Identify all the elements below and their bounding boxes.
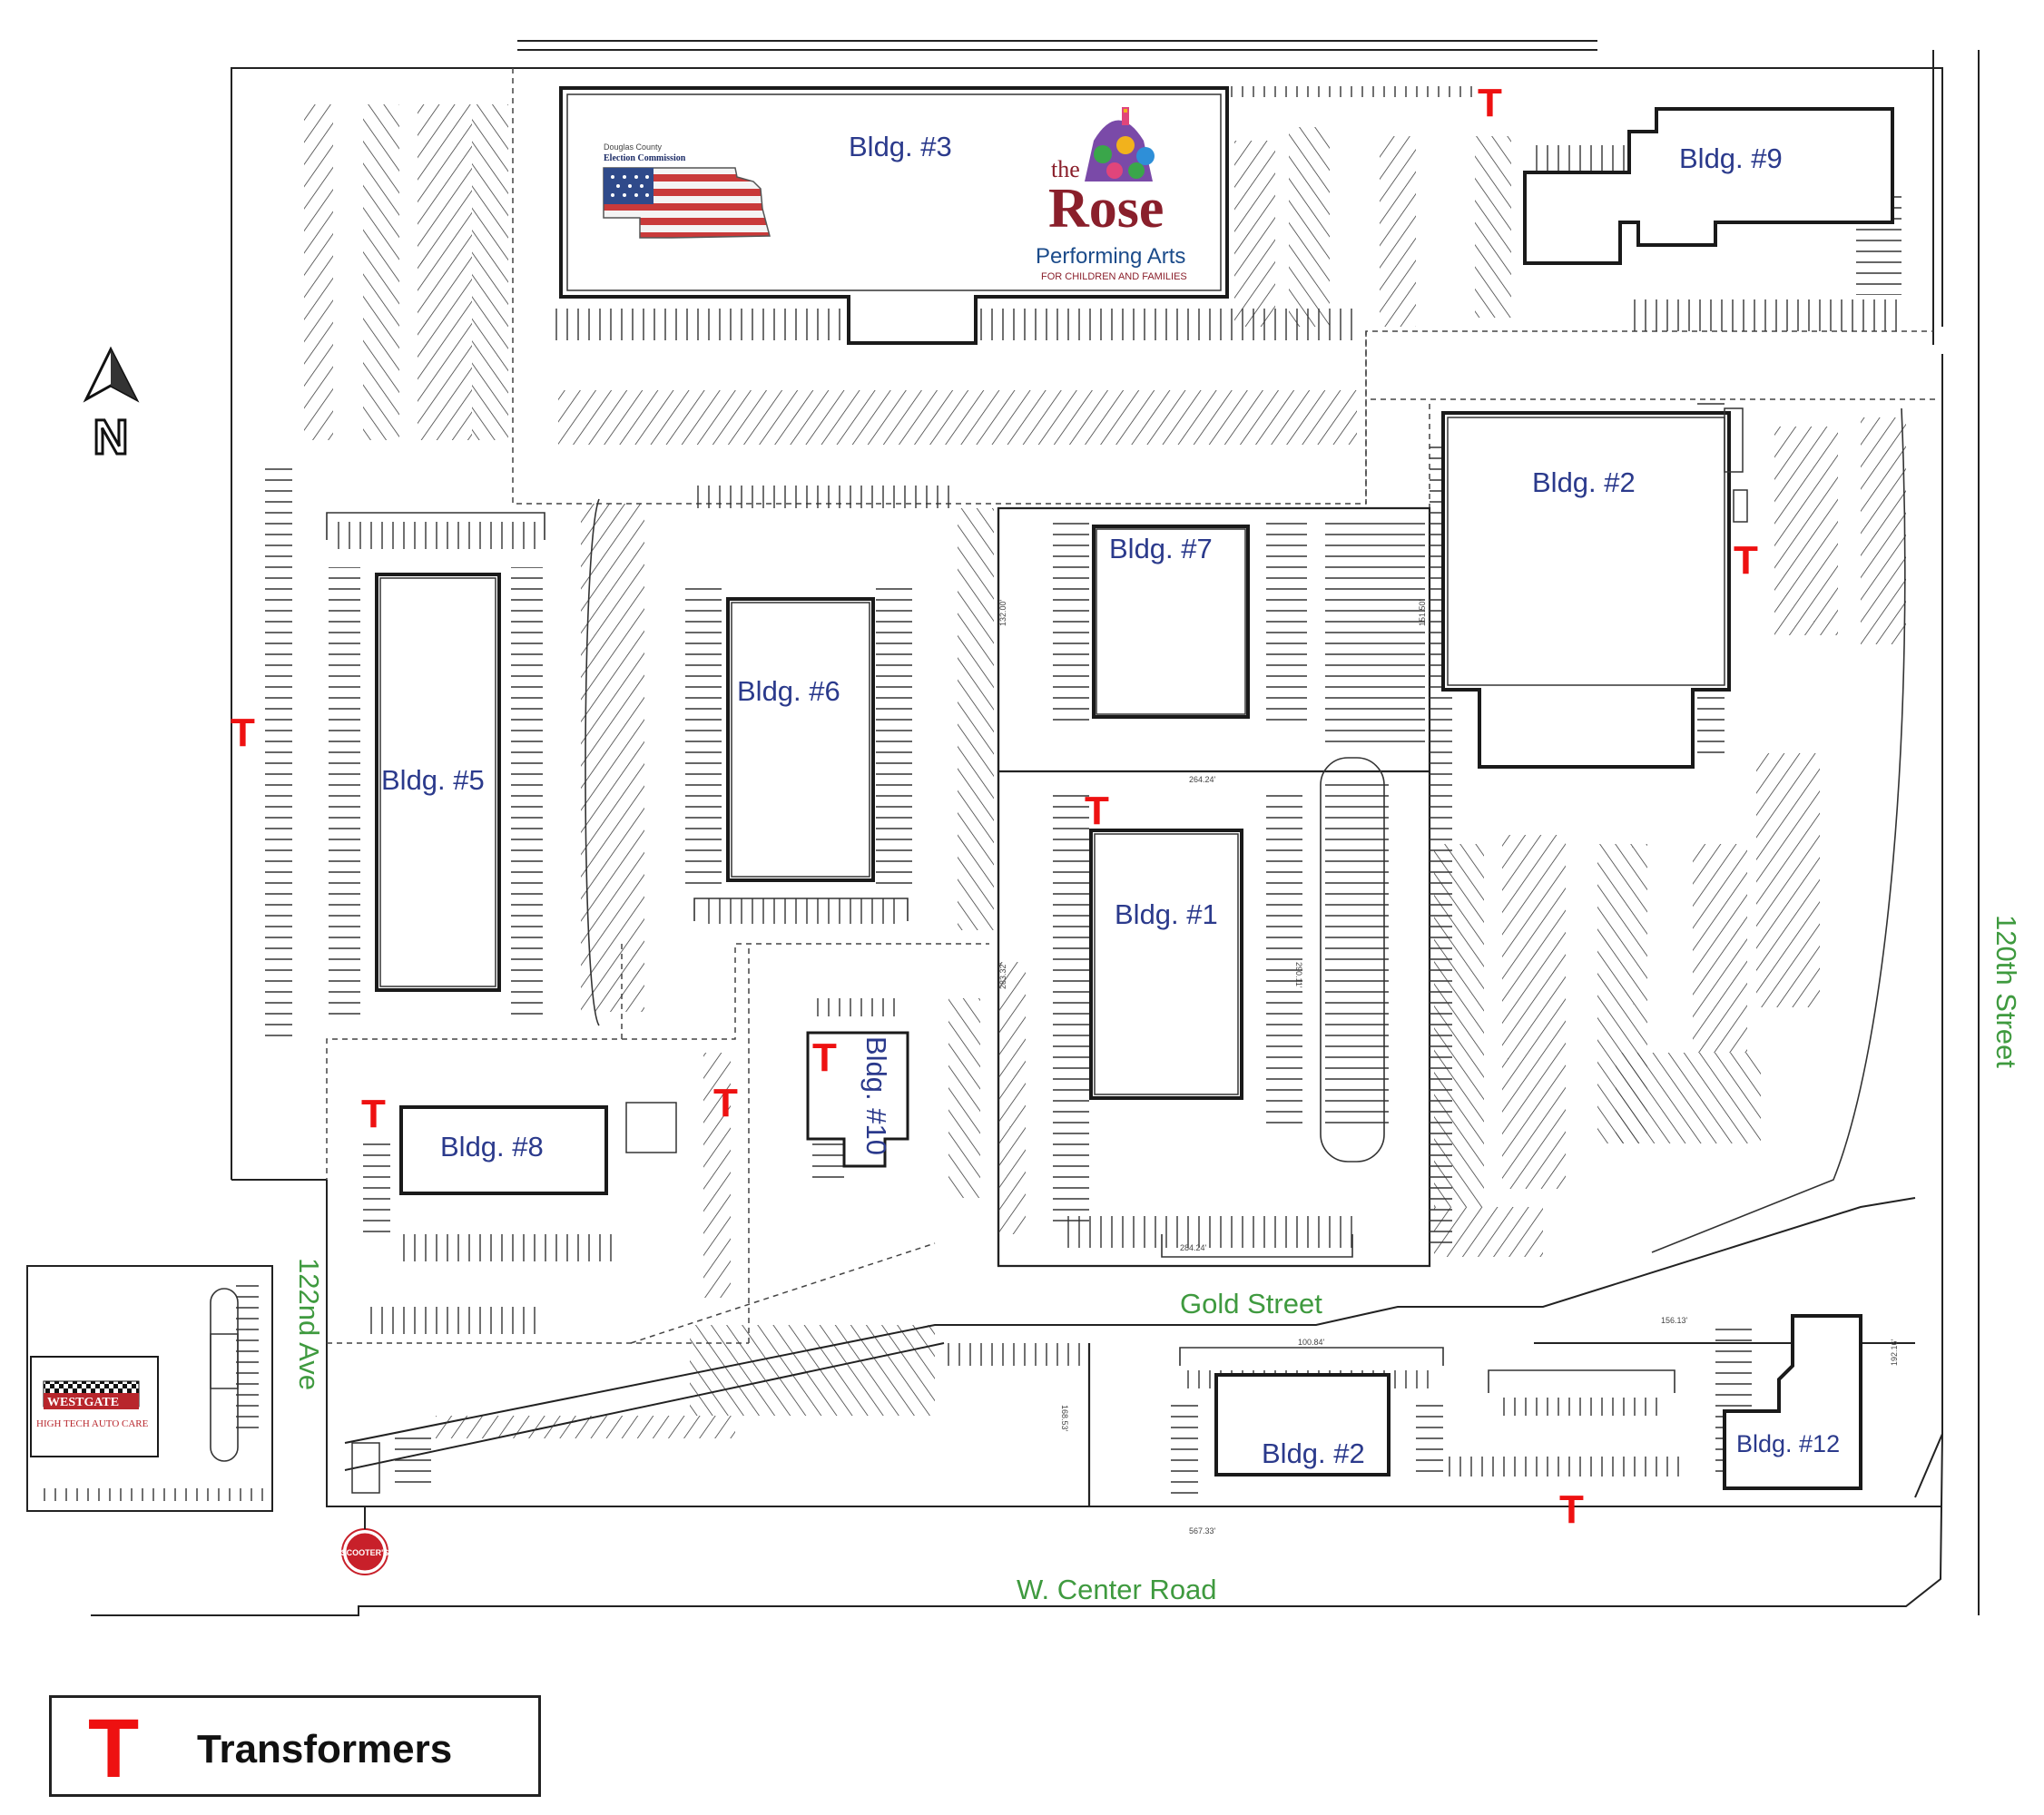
legend-transformer-icon: T [88,1702,140,1795]
building-details [210,93,1748,1494]
bldg-2-north-footprint [1441,411,1731,769]
dimension-note: 168.53' [1060,1405,1069,1432]
gold-street-label: Gold Street [1180,1288,1322,1320]
dimension-note: 100.84' [1298,1338,1325,1347]
bldg-6-footprint [726,597,875,882]
legend: T Transformers [49,1695,541,1797]
bldg-3-label: Bldg. #3 [849,131,952,162]
dimension-note: 290.11' [1294,962,1303,988]
transformer-marker: T [713,1081,738,1125]
lot-lines [326,68,1938,1348]
transformer-marker: T [361,1092,386,1136]
scooters-logo: SCOOTER'S [341,1506,389,1575]
parking-islands [210,407,1906,1462]
transformer-marker: T [812,1035,837,1080]
transformer-marker: T [1085,789,1109,833]
rose-performing-arts-text: Performing Arts [1036,244,1185,269]
bldg-10-label: Bldg. #10 [860,1036,892,1155]
bldg-3-footprint [559,86,1229,345]
bldg-2-south-footprint [1214,1373,1391,1477]
dimension-note: 156.13' [1661,1316,1688,1325]
bldg-7-label: Bldg. #7 [1109,533,1213,564]
bldg-10-footprint [806,1031,909,1168]
parking-stalls [36,86,1906,1501]
bldg-8-footprint [399,1105,608,1195]
legend-label: Transformers [197,1727,453,1771]
north-arrow-icon: N [83,346,140,466]
rose-name-text: Rose [1048,178,1164,240]
westgate-logo: WESTGATE HIGH TECH AUTO CARE [36,1380,149,1429]
transformer-marker: T [1734,538,1758,583]
building-labels: Bldg. #3 Bldg. #9 Bldg. #2 Bldg. #7 Bldg… [381,131,1840,1469]
bldg-9-label: Bldg. #9 [1679,142,1783,174]
transformer-marker: T [1478,81,1502,125]
bldg-2-south-label: Bldg. #2 [1262,1437,1365,1469]
dimension-note: 132.00' [998,599,1007,626]
rose-sub-text: FOR CHILDREN AND FAMILIES [1041,271,1187,282]
bldg-12-footprint [1723,1314,1862,1490]
center-road-label: W. Center Road [1017,1574,1217,1605]
ave-122-label: 122nd Ave [293,1258,325,1390]
dimension-note: 192.16' [1890,1339,1899,1366]
dimension-note: 151.50' [1418,599,1427,626]
rose-dome-icon [1085,107,1155,182]
bldg-8-label: Bldg. #8 [440,1131,544,1163]
street-labels: Gold Street W. Center Road 122nd Ave 120… [293,915,2022,1605]
dimension-note: 567.33' [1189,1526,1216,1535]
rose-performing-arts-logo: the Rose Performing Arts FOR CHILDREN AN… [1036,107,1187,282]
building-footprints [30,86,1894,1490]
election-small-text: Douglas County [604,142,663,152]
dimension-note: 284.24' [1180,1243,1207,1252]
dimension-note: 264.24' [1189,775,1216,784]
bldg-1-label: Bldg. #1 [1115,898,1218,930]
bldg-5-footprint [375,573,501,992]
westgate-sub-text: HIGH TECH AUTO CARE [36,1418,149,1429]
election-commission-text: Election Commission [604,153,686,163]
bldg-2-north-label: Bldg. #2 [1532,466,1636,498]
street-120-label: 120th Street [1990,915,2022,1068]
election-commission-logo: Douglas County Election Commission [603,142,771,239]
bldg-1-footprint [1089,829,1243,1100]
bldg-6-label: Bldg. #6 [737,675,840,707]
rose-the-text: the [1051,156,1080,182]
bldg-5-label: Bldg. #5 [381,764,485,796]
bldg-12-label: Bldg. #12 [1736,1430,1840,1457]
scooters-text: SCOOTER'S [341,1548,389,1557]
bldg-7-footprint [1092,525,1250,719]
north-label: N [93,410,129,465]
westgate-name-text: WESTGATE [47,1396,119,1409]
transformer-marker: T [231,711,255,755]
bldg-9-footprint [1523,107,1894,265]
dimension-notes: 284.24' 156.13' 192.16' 567.33' 100.84' … [998,599,1899,1535]
transformer-marker: T [1559,1487,1584,1532]
dimension-note: 283.32' [998,962,1007,989]
transformer-markers: T T T T T T T T [231,81,1758,1532]
